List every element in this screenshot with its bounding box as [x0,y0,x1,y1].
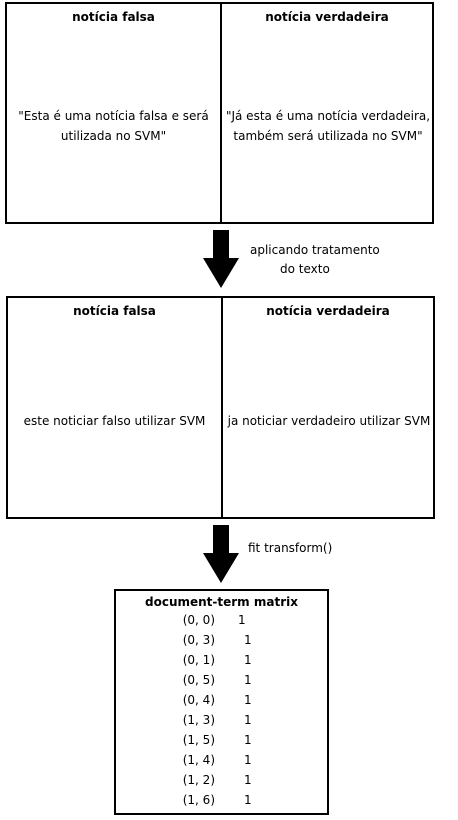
text-preprocessing-label-line2: do texto [280,262,330,276]
matrix-value: 1 [244,733,252,747]
matrix-value: 1 [238,613,246,627]
matrix-row: (1, 5) 1 [116,733,327,753]
matrix-value: 1 [244,653,252,667]
matrix-row: (1, 4) 1 [116,753,327,773]
matrix-coord: (1, 4) [182,753,215,767]
processed-news-table-divider [221,298,223,517]
matrix-value: 1 [244,713,252,727]
raw-fake-news-header: notícia falsa [72,10,155,24]
matrix-row: (1, 3) 1 [116,713,327,733]
raw-fake-news-text: "Esta é uma notícia falsa e será utiliza… [18,109,209,143]
processed-news-table: notícia falsa notícia verdadeira este no… [6,296,435,519]
fit-transform-label: fit transform() [248,541,333,555]
down-arrow-icon [203,525,239,583]
matrix-coord: (1, 2) [182,773,215,787]
matrix-coord: (0, 0) [182,613,215,627]
matrix-coord: (1, 5) [182,733,215,747]
matrix-row: (0, 3) 1 [116,633,327,653]
processed-true-news-header: notícia verdadeira [266,304,390,318]
matrix-coord: (1, 3) [182,713,215,727]
matrix-row: (1, 2) 1 [116,773,327,793]
matrix-value: 1 [244,693,252,707]
matrix-value: 1 [244,773,252,787]
down-arrow-icon [203,230,239,288]
matrix-row: (0, 0) 1 [116,613,327,633]
matrix-value: 1 [244,753,252,767]
matrix-coord: (1, 6) [182,793,215,807]
matrix-coord: (0, 1) [182,653,215,667]
raw-true-news-text: "Já esta é uma notícia verdadeira, també… [225,109,431,143]
raw-news-table-divider [220,4,222,222]
matrix-value: 1 [244,633,252,647]
text-preprocessing-label: aplicando tratamento do texto [250,241,380,279]
matrix-row: (0, 5) 1 [116,673,327,693]
matrix-coord: (0, 3) [182,633,215,647]
document-term-matrix: document-term matrix (0, 0) 1 (0, 3) 1 (… [114,589,329,815]
matrix-row: (0, 4) 1 [116,693,327,713]
matrix-title: document-term matrix [145,595,298,609]
matrix-row: (0, 1) 1 [116,653,327,673]
matrix-value: 1 [244,793,252,807]
matrix-coord: (0, 4) [182,693,215,707]
matrix-value: 1 [244,673,252,687]
matrix-coord: (0, 5) [182,673,215,687]
processed-fake-news-text: este noticiar falso utilizar SVM [23,414,206,428]
processed-fake-news-header: notícia falsa [73,304,156,318]
matrix-row: (1, 6) 1 [116,793,327,813]
processed-true-news-text: ja noticiar verdadeiro utilizar SVM [227,414,431,428]
text-preprocessing-label-line1: aplicando tratamento [250,243,380,257]
raw-true-news-header: notícia verdadeira [265,10,389,24]
raw-news-table: notícia falsa notícia verdadeira "Esta é… [5,2,434,224]
